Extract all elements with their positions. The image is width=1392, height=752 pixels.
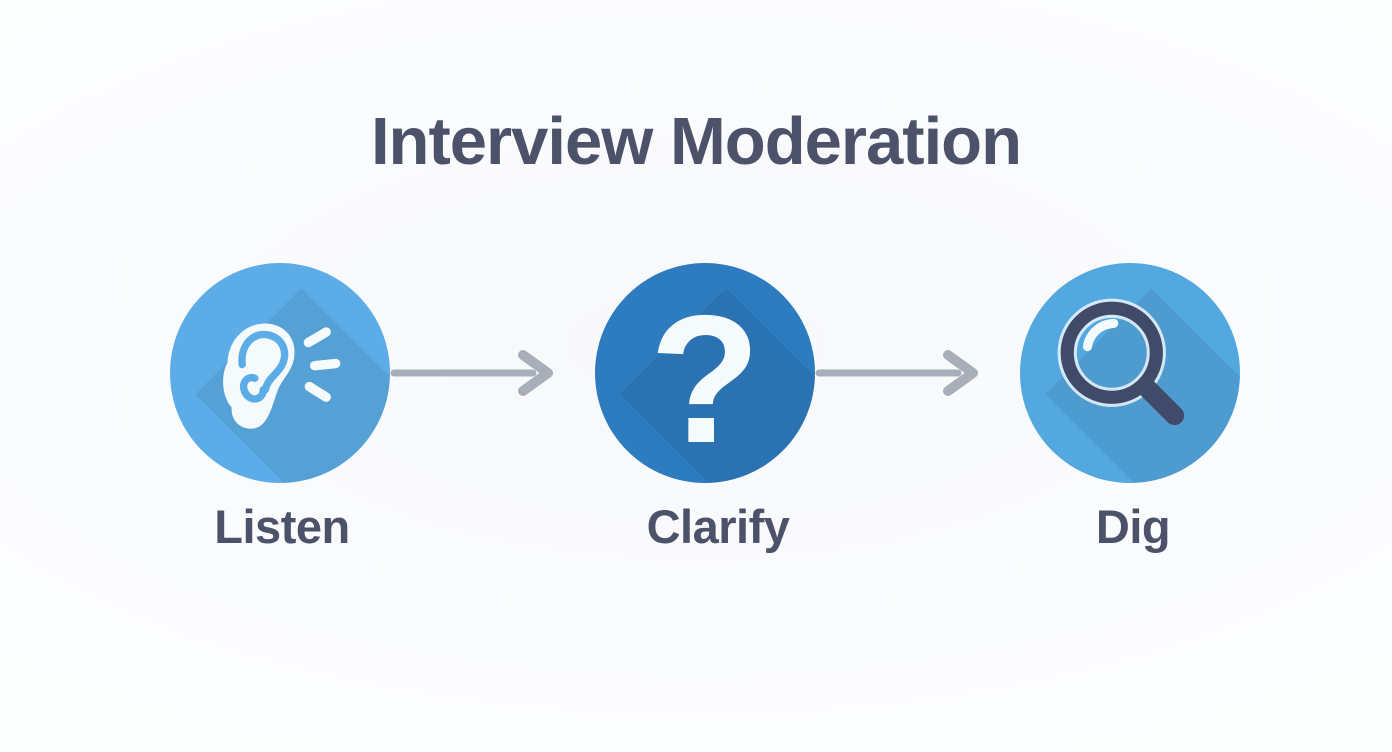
ear-listening-icon — [223, 323, 341, 429]
page-title: Interview Moderation — [370, 104, 1022, 179]
flow-arrow-icon — [815, 350, 978, 396]
step-circle-clarify: ? — [595, 263, 815, 483]
flow-arrow-icon — [390, 350, 553, 396]
step-label-clarify: Clarify — [646, 500, 790, 553]
step-label-listen: Listen — [214, 500, 350, 553]
step-label-dig: Dig — [1095, 500, 1171, 553]
magnifying-glass-icon — [1057, 298, 1185, 426]
step-circle-dig — [1020, 263, 1240, 483]
step-circle-listen — [170, 263, 390, 483]
question-mark-icon: ? — [649, 277, 761, 481]
